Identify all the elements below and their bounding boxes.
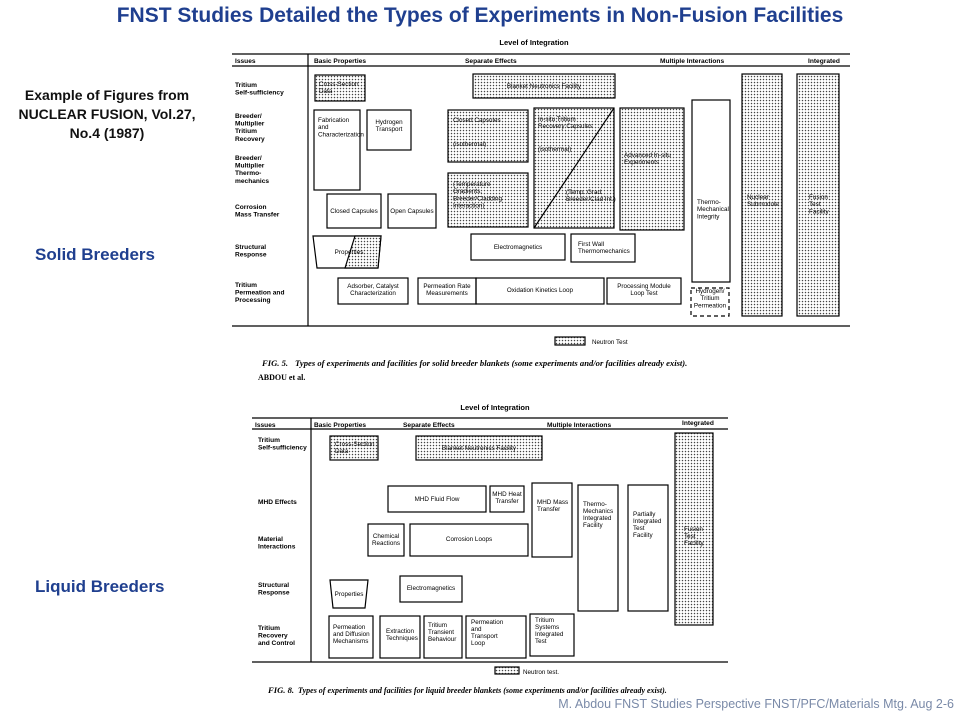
fig8-neutron-test-legend: Neutron test. [523,669,559,676]
fig5-neutron-test-legend: Neutron Test [592,339,628,346]
fig5-issues-header: Issues [235,58,256,65]
fig8-box-corrosion-loops: Corrosion Loops [446,536,492,543]
fig8-caption: Types of experiments and facilities for … [298,686,667,695]
fig8-caption-number: FIG. 8. [267,685,294,695]
fig8-box-blanket-neutronics: Blanket Neutronics Facility [442,445,517,452]
figure-8-liquid-breeder-diagram: Level of Integration Issues Basic Proper… [225,398,730,698]
page-title: FNST Studies Detailed the Types of Exper… [116,4,844,27]
fig5-box-electromagnetics: Electromagnetics [494,244,542,251]
fig8-box-electromagnetics: Electromagnetics [407,585,455,592]
fig5-box-oxidation: Oxidation Kinetics Loop [507,287,574,294]
fig5-box-closed-capsules-top: Closed Capsules [453,117,501,124]
fig5-box-isothermal-left: (isothermal) [453,141,486,148]
fig5-col-integrated: Integrated [808,58,840,65]
fig5-author: ABDOU et al. [258,373,305,382]
fig8-col-separate: Separate Effects [403,422,455,429]
fig8-issue-row: MHD Effects [258,499,297,506]
fig8-level-header: Level of Integration [460,403,530,412]
label-solid-breeders: Solid Breeders [35,245,155,264]
footer-credit: M. Abdou FNST Studies Perspective FNST/P… [558,697,954,711]
fig5-box-isothermal-right: (isothermal) [538,146,571,153]
fig8-col-integrated: Integrated [682,420,714,427]
fig5-col-multiple: Multiple Interactions [660,58,724,65]
fig8-box-properties: Properties [335,591,364,598]
fig5-box-blanket-neutronics: Blanket Neutronics Facility [507,83,582,90]
fig8-col-multiple: Multiple Interactions [547,422,611,429]
fig5-level-header: Level of Integration [499,38,569,47]
fig8-col-basic: Basic Properties [314,422,366,429]
label-liquid-breeders: Liquid Breeders [35,577,165,596]
fig5-box-closed-capsules: Closed Capsules [330,208,378,215]
fig5-box-properties: Properties [335,249,364,256]
fig5-caption-number: FIG. 5. [261,358,288,368]
source-note: Example of Figures from NUCLEAR FUSION, … [18,87,196,141]
fig8-issues-header: Issues [255,422,276,429]
fig5-col-separate: Separate Effects [465,58,517,65]
figure-5-solid-breeder-diagram: Level of Integration Issues Basic Proper… [225,34,850,384]
fig5-caption: Types of experiments and facilities for … [295,358,687,368]
fig8-box-mhd-fluid: MHD Fluid Flow [415,496,460,503]
fig5-box-open-capsules: Open Capsules [390,208,433,215]
fig5-col-basic: Basic Properties [314,58,366,65]
fig5-box-temp-grad-right: (Temp. Grad.Breeder/Clad Int.) [566,189,616,203]
